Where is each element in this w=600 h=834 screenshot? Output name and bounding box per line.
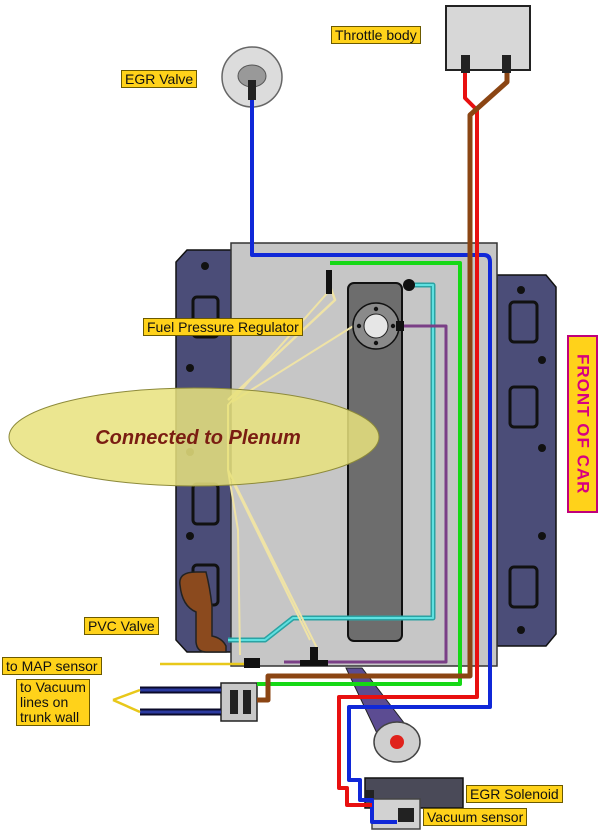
- hose-blue: [250, 100, 492, 824]
- pvc-valve-label: PVC Valve: [84, 617, 159, 635]
- vacuum-connector: [220, 682, 258, 722]
- hose-tan-3: [227, 469, 319, 651]
- egr-valve: [221, 46, 283, 108]
- connected-to-plenum-callout: Connected to Plenum: [8, 387, 380, 487]
- fuel-pressure-regulator: [352, 279, 415, 350]
- egr-valve-label: EGR Valve: [121, 70, 198, 88]
- throttle-body: [445, 5, 531, 73]
- hose-brown: [257, 73, 510, 703]
- connected-to-plenum-text: Connected to Plenum: [95, 427, 301, 449]
- hoses: [227, 73, 510, 824]
- throttle-body-label: Throttle body: [331, 26, 421, 44]
- to-vacuum-lines-label: to Vacuum lines on trunk wall: [16, 679, 90, 726]
- hose-purple: [284, 324, 448, 664]
- vacuum-sensor-label: Vacuum sensor: [423, 808, 528, 826]
- egr-solenoid-label: EGR Solenoid: [466, 785, 563, 803]
- hose-tan-4: [231, 324, 356, 403]
- pvc-valve-body: [179, 571, 227, 653]
- hose-red: [337, 73, 479, 807]
- trunk-vacuum-lines: [140, 686, 221, 716]
- right-manifold: [496, 274, 557, 647]
- fittings: [244, 270, 332, 668]
- fuel-pressure-regulator-label: Fuel Pressure Regulator: [143, 318, 303, 336]
- to-map-sensor-label: to MAP sensor: [2, 657, 102, 675]
- front-of-car-label: FRONT OF CAR: [567, 335, 598, 513]
- hose-tan-5: [231, 479, 311, 641]
- hose-green: [257, 261, 462, 686]
- leader-arrows: [112, 662, 244, 714]
- front-of-car-text: FRONT OF CAR: [573, 353, 593, 495]
